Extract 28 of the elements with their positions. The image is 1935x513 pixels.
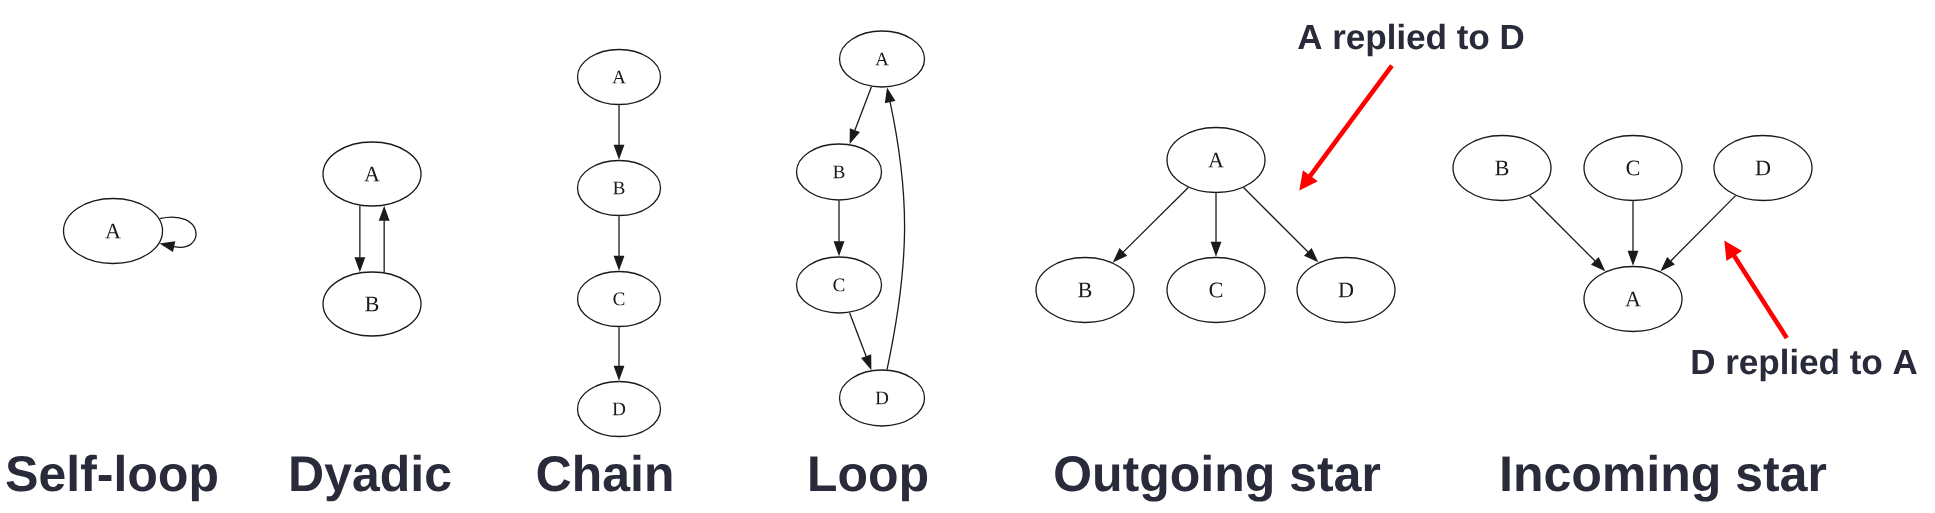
- ellipse-node: A: [1583, 265, 1683, 333]
- ellipse-node: B: [576, 159, 662, 217]
- ellipse-node: B: [1452, 134, 1552, 202]
- ellipse-node: A: [62, 197, 164, 265]
- ellipse-node: D: [576, 380, 662, 438]
- annotation: D replied to A: [1692, 348, 1917, 382]
- panel-title: Self-loop: [6, 454, 217, 502]
- arrow: [158, 216, 197, 252]
- annotation: A replied to D: [1298, 23, 1524, 57]
- panel-title: Dyadic: [291, 454, 451, 502]
- ellipse-node: C: [795, 256, 883, 314]
- ellipse-node: C: [576, 270, 662, 328]
- ellipse-node: B: [322, 271, 422, 337]
- panel-title: Incoming star: [1502, 454, 1827, 502]
- ellipse-node: B: [1035, 256, 1135, 324]
- ellipse-node: B: [795, 143, 883, 201]
- ellipse-node: D: [1713, 134, 1813, 202]
- ellipse-node: A: [322, 141, 422, 207]
- ellipse-node: A: [576, 48, 662, 106]
- panel-title: Loop: [810, 456, 928, 502]
- ellipse-node: C: [1583, 134, 1683, 202]
- ellipse-node: A: [1166, 126, 1266, 194]
- panel-title: Outgoing star: [1055, 454, 1381, 502]
- ellipse-node: D: [1296, 256, 1396, 324]
- ellipse-node: A: [838, 30, 926, 88]
- ellipse-node: C: [1166, 256, 1266, 324]
- panel-title: Chain: [537, 454, 672, 492]
- ellipse-node: D: [838, 369, 926, 427]
